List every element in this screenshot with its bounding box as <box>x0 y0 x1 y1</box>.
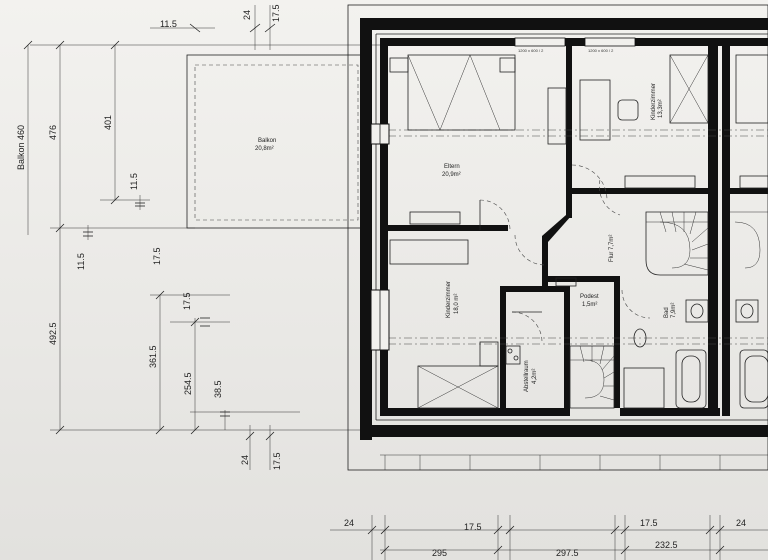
window-label-1: 1200 x 600 / 2 <box>518 48 544 53</box>
dim-top-17-5: 17.5 <box>271 4 281 22</box>
room-abstell-name: Abstellraum <box>524 360 530 392</box>
room-kinder1-area: 18,0 m² <box>454 294 460 314</box>
dim-17-5-bottom: 17.5 <box>272 452 282 470</box>
room-eltern-area: 20,9m² <box>442 172 461 178</box>
dim-top-24: 24 <box>242 10 252 20</box>
dim-bottom-295: 295 <box>432 548 447 558</box>
room-bad-name: Bad <box>664 307 670 318</box>
room-flur-name: Flur 7,7m² <box>609 235 615 262</box>
dim-balkon-460: Balkon 460 <box>16 125 26 170</box>
room-balkon-name: Balkon <box>258 138 276 144</box>
top-windows <box>514 37 636 47</box>
dim-17-5-b: 17.5 <box>182 292 192 310</box>
dim-361-5: 361.5 <box>148 345 158 368</box>
dim-254-5: 254.5 <box>183 372 193 395</box>
left-wall-windows <box>370 123 390 351</box>
dim-bottom-17-5-right: 17.5 <box>640 518 658 528</box>
dim-24-bottom: 24 <box>240 455 250 465</box>
room-podest-name: Podest <box>580 294 599 300</box>
furniture <box>389 54 768 409</box>
dim-11-5-b: 11.5 <box>76 253 86 270</box>
room-bad-area: 7,9m² <box>671 303 677 318</box>
room-kinder2-name: Kinderzimmer <box>651 83 657 120</box>
dim-bottom-297-5: 297.5 <box>556 548 579 558</box>
room-kinder1-name: Kinderzimmer <box>446 281 452 318</box>
room-kinder2-area: 13,3m² <box>658 99 664 118</box>
room-balkon-area: 20,8m² <box>255 146 274 152</box>
dim-bottom-17-5-left: 17.5 <box>464 522 482 532</box>
left-dimension-chain <box>23 40 380 470</box>
dim-11-5-a: 11.5 <box>129 173 139 190</box>
doors <box>479 164 651 343</box>
dim-bottom-24-right: 24 <box>736 518 746 528</box>
window-label-2: 1200 x 600 / 2 <box>588 48 614 53</box>
dim-top-11-5: 11.5 <box>160 19 177 29</box>
dim-bottom-232-5: 232.5 <box>655 540 678 550</box>
dim-476: 476 <box>48 125 58 140</box>
dim-bottom-24-left: 24 <box>344 518 354 528</box>
bottom-dimension-chain <box>330 454 768 560</box>
building-walls <box>347 4 768 471</box>
room-eltern-name: Eltern <box>444 164 460 170</box>
window-lines <box>388 129 768 345</box>
top-dimension-chain <box>150 5 276 50</box>
room-podest-area: 1,5m² <box>582 302 597 308</box>
staircase <box>569 211 768 409</box>
dim-38-5: 38.5 <box>213 380 223 398</box>
dim-17-5-a: 17.5 <box>152 247 162 265</box>
dim-492-5: 492.5 <box>48 322 58 345</box>
room-abstell-area: 4,2m² <box>532 369 538 384</box>
dim-401: 401 <box>103 115 113 130</box>
